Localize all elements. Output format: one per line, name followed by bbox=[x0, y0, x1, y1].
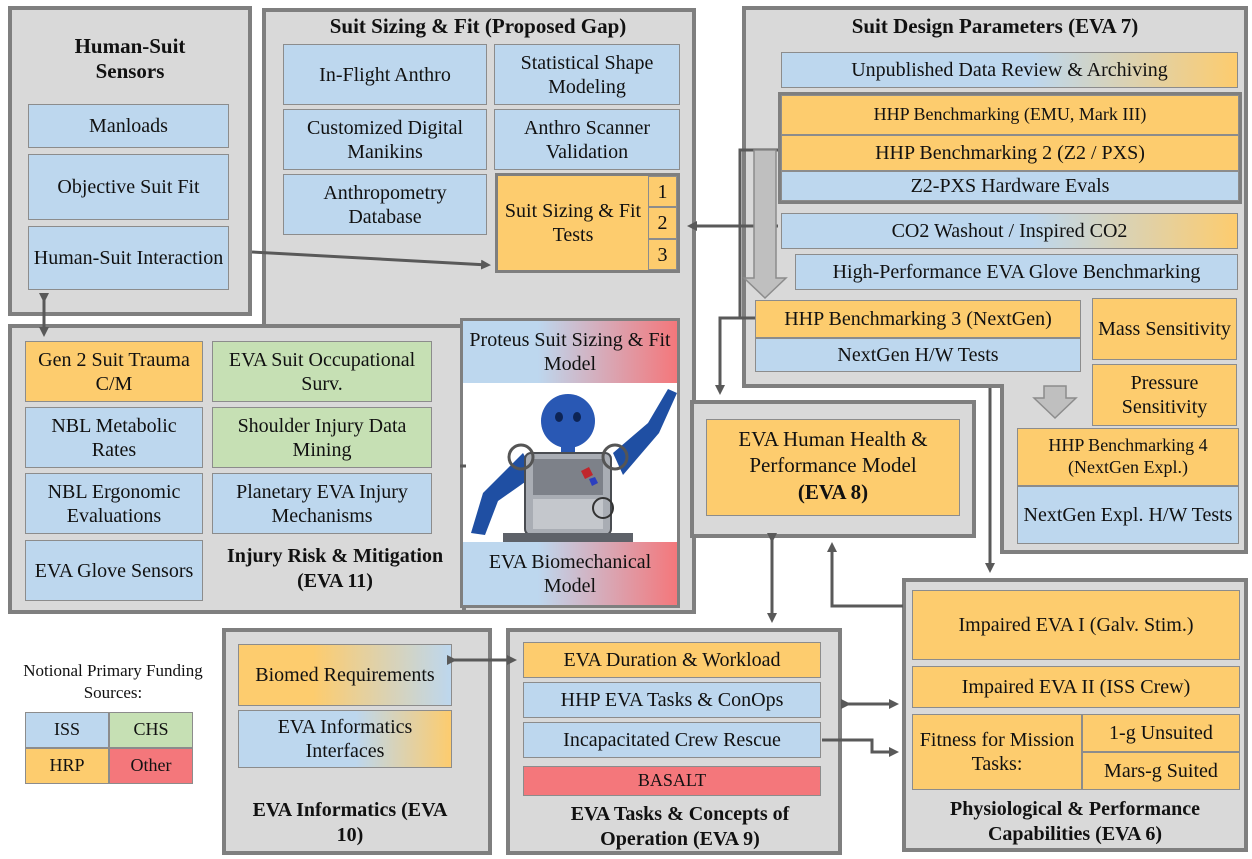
hhp-benchmarking-1-box: HHP Benchmarking (EMU, Mark III) bbox=[781, 95, 1239, 135]
hhp-benchmarking-group bbox=[778, 92, 1242, 204]
informatics-interfaces-box: EVA Informatics Interfaces bbox=[238, 710, 452, 768]
occupational-surv-box: EVA Suit Occupational Surv. bbox=[212, 341, 432, 402]
legend-title: Notional Primary Funding Sources: bbox=[23, 661, 203, 703]
physio-to-model-arrow bbox=[827, 542, 903, 608]
legend-other: Other bbox=[109, 748, 193, 784]
statistical-shape-box: Statistical Shape Modeling bbox=[494, 44, 680, 105]
objective-suit-fit-box: Objective Suit Fit bbox=[28, 154, 229, 220]
gen2-trauma-box: Gen 2 Suit Trauma C/M bbox=[25, 341, 203, 402]
digital-manikins-box: Customized Digital Manikins bbox=[283, 109, 487, 170]
unsuited-box: 1-g Unsuited bbox=[1082, 714, 1240, 752]
hhp-tasks-box: HHP EVA Tasks & ConOps bbox=[523, 682, 821, 718]
sizing-test-1: 1 bbox=[648, 176, 677, 207]
biomechanical-model-box: EVA Biomechanical Model bbox=[463, 542, 677, 605]
human-suit-interaction-box: Human-Suit Interaction bbox=[28, 226, 229, 290]
legend-hrp: HRP bbox=[25, 748, 109, 784]
crew-rescue-box: Incapacitated Crew Rescue bbox=[523, 722, 821, 758]
anthro-scanner-box: Anthro Scanner Validation bbox=[494, 109, 680, 170]
nbl-ergonomic-box: NBL Ergonomic Evaluations bbox=[25, 473, 203, 534]
proteus-model-box: Proteus Suit Sizing & Fit Model bbox=[463, 321, 677, 383]
legend-iss: ISS bbox=[25, 712, 109, 748]
hhp-benchmarking-2-box: HHP Benchmarking 2 (Z2 / PXS) bbox=[781, 135, 1239, 171]
nextgen-expl-tests-box: NextGen Expl. H/W Tests bbox=[1017, 486, 1239, 544]
hhp-model-label: EVA Human Health & Performance Model bbox=[738, 427, 928, 478]
hhp-benchmarking-4-box: HHP Benchmarking 4 (NextGen Expl.) bbox=[1017, 428, 1239, 486]
suited-box: Mars-g Suited bbox=[1082, 752, 1240, 790]
sizing-test-3: 3 bbox=[648, 239, 677, 270]
anthropometry-database-box: Anthropometry Database bbox=[283, 174, 487, 235]
fitness-tasks-box: Fitness for Mission Tasks: bbox=[912, 714, 1082, 790]
biomed-requirements-box: Biomed Requirements bbox=[238, 644, 452, 706]
manloads-box: Manloads bbox=[28, 104, 229, 148]
eva-glove-sensors-box: EVA Glove Sensors bbox=[25, 540, 203, 601]
informatics-label: EVA Informatics (EVA 10) bbox=[252, 799, 448, 846]
in-flight-anthro-box: In-Flight Anthro bbox=[283, 44, 487, 105]
legend-chs: CHS bbox=[109, 712, 193, 748]
planetary-injury-box: Planetary EVA Injury Mechanisms bbox=[212, 473, 432, 534]
design-left-cover bbox=[742, 384, 1004, 388]
injury-label: Injury Risk & Mitigation (EVA 11) bbox=[226, 545, 444, 592]
interaction-to-sizing-arrow bbox=[251, 250, 491, 270]
pressure-sensitivity-box: Pressure Sensitivity bbox=[1092, 364, 1237, 426]
sizing-test-2: 2 bbox=[648, 207, 677, 239]
hhp-model-box bbox=[706, 419, 960, 516]
rescue-to-fitness-arrow bbox=[822, 738, 899, 757]
basalt-box: BASALT bbox=[523, 766, 821, 796]
tasks-label: EVA Tasks & Concepts of Operation (EVA 9… bbox=[570, 803, 790, 850]
mass-sensitivity-box: Mass Sensitivity bbox=[1092, 298, 1237, 360]
sensors-title: Human-Suit Sensors bbox=[74, 34, 186, 84]
hhp3-to-model-arrow bbox=[715, 316, 740, 395]
hhp-benchmarking-3-box: HHP Benchmarking 3 (NextGen) bbox=[755, 300, 1081, 338]
physio-label: Physiological & Performance Capabilities… bbox=[950, 798, 1200, 845]
impaired-eva-2-box: Impaired EVA II (ISS Crew) bbox=[912, 666, 1240, 708]
unpublished-data-box: Unpublished Data Review & Archiving bbox=[781, 52, 1238, 88]
sizing-title: Suit Sizing & Fit (Proposed Gap) bbox=[329, 14, 627, 38]
glove-benchmarking-box: High-Performance EVA Glove Benchmarking bbox=[795, 254, 1238, 290]
suited-manikin-image bbox=[463, 383, 677, 542]
design-title: Suit Design Parameters (EVA 7) bbox=[851, 14, 1139, 38]
nbl-metabolic-box: NBL Metabolic Rates bbox=[25, 407, 203, 468]
co2-washout-box: CO2 Washout / Inspired CO2 bbox=[781, 213, 1238, 249]
nextgen-hw-tests-box: NextGen H/W Tests bbox=[755, 338, 1081, 372]
z2-pxs-evals-box: Z2-PXS Hardware Evals bbox=[781, 171, 1239, 201]
sensitivity-down-arrow bbox=[1032, 385, 1078, 420]
sizing-tests-box: Suit Sizing & Fit Tests bbox=[498, 176, 648, 270]
hhp-model-code: (EVA 8) bbox=[797, 480, 869, 504]
design-down-arrow bbox=[742, 149, 788, 300]
duration-workload-box: EVA Duration & Workload bbox=[523, 642, 821, 678]
impaired-eva-1-box: Impaired EVA I (Galv. Stim.) bbox=[912, 590, 1240, 660]
shoulder-injury-box: Shoulder Injury Data Mining bbox=[212, 407, 432, 468]
